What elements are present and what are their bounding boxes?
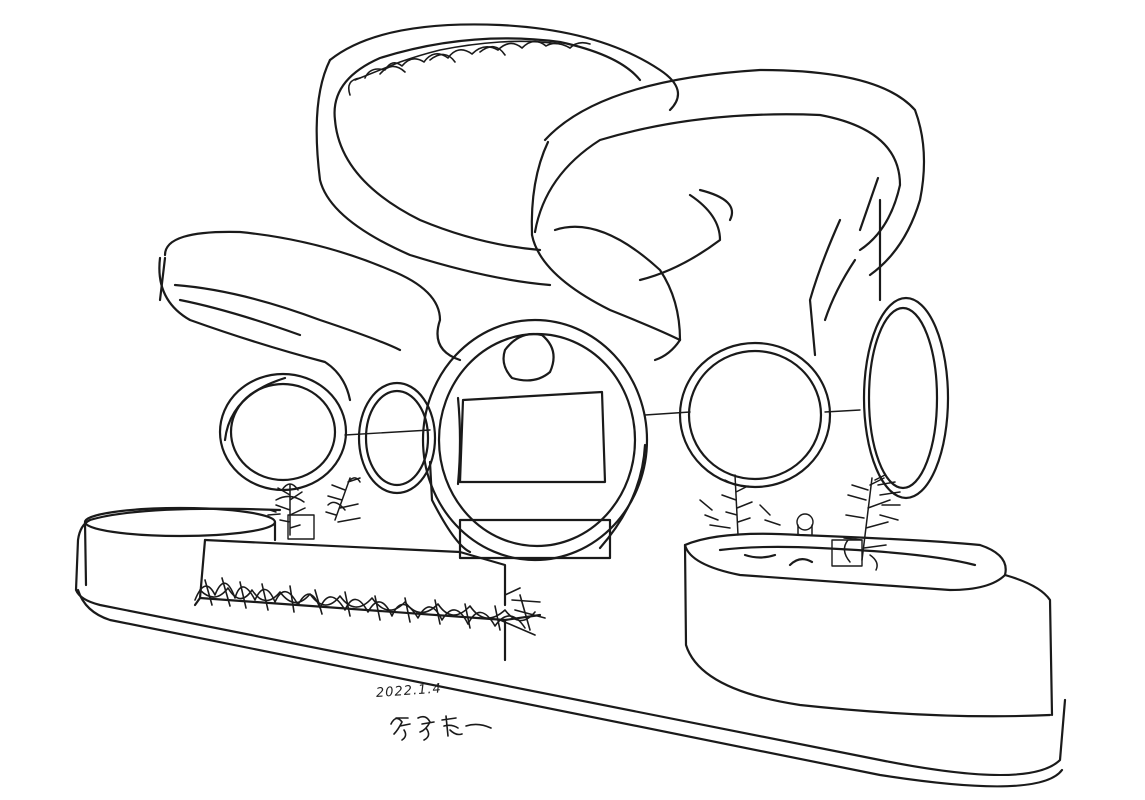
left-ring-frames (218, 372, 437, 495)
top-ring-scribble-text (347, 40, 591, 96)
left-plants (267, 477, 361, 540)
top-ring-canopy (315, 23, 733, 287)
right-plants (699, 474, 901, 571)
signature-date: 2022.1.4 (375, 681, 443, 701)
booth-base-platform (74, 507, 1067, 788)
planter-foliage-scribble (194, 577, 546, 636)
connecting-beams (344, 409, 861, 436)
left-ring-canopy (158, 230, 462, 402)
artist-signature: 2022.1.4 (375, 681, 506, 746)
right-planter (683, 532, 1054, 718)
right-ring-canopy (530, 68, 926, 362)
left-planter (83, 506, 277, 587)
central-screen-frame (421, 318, 649, 562)
right-ring-frames (678, 296, 950, 500)
signature-handwriting (390, 715, 492, 741)
